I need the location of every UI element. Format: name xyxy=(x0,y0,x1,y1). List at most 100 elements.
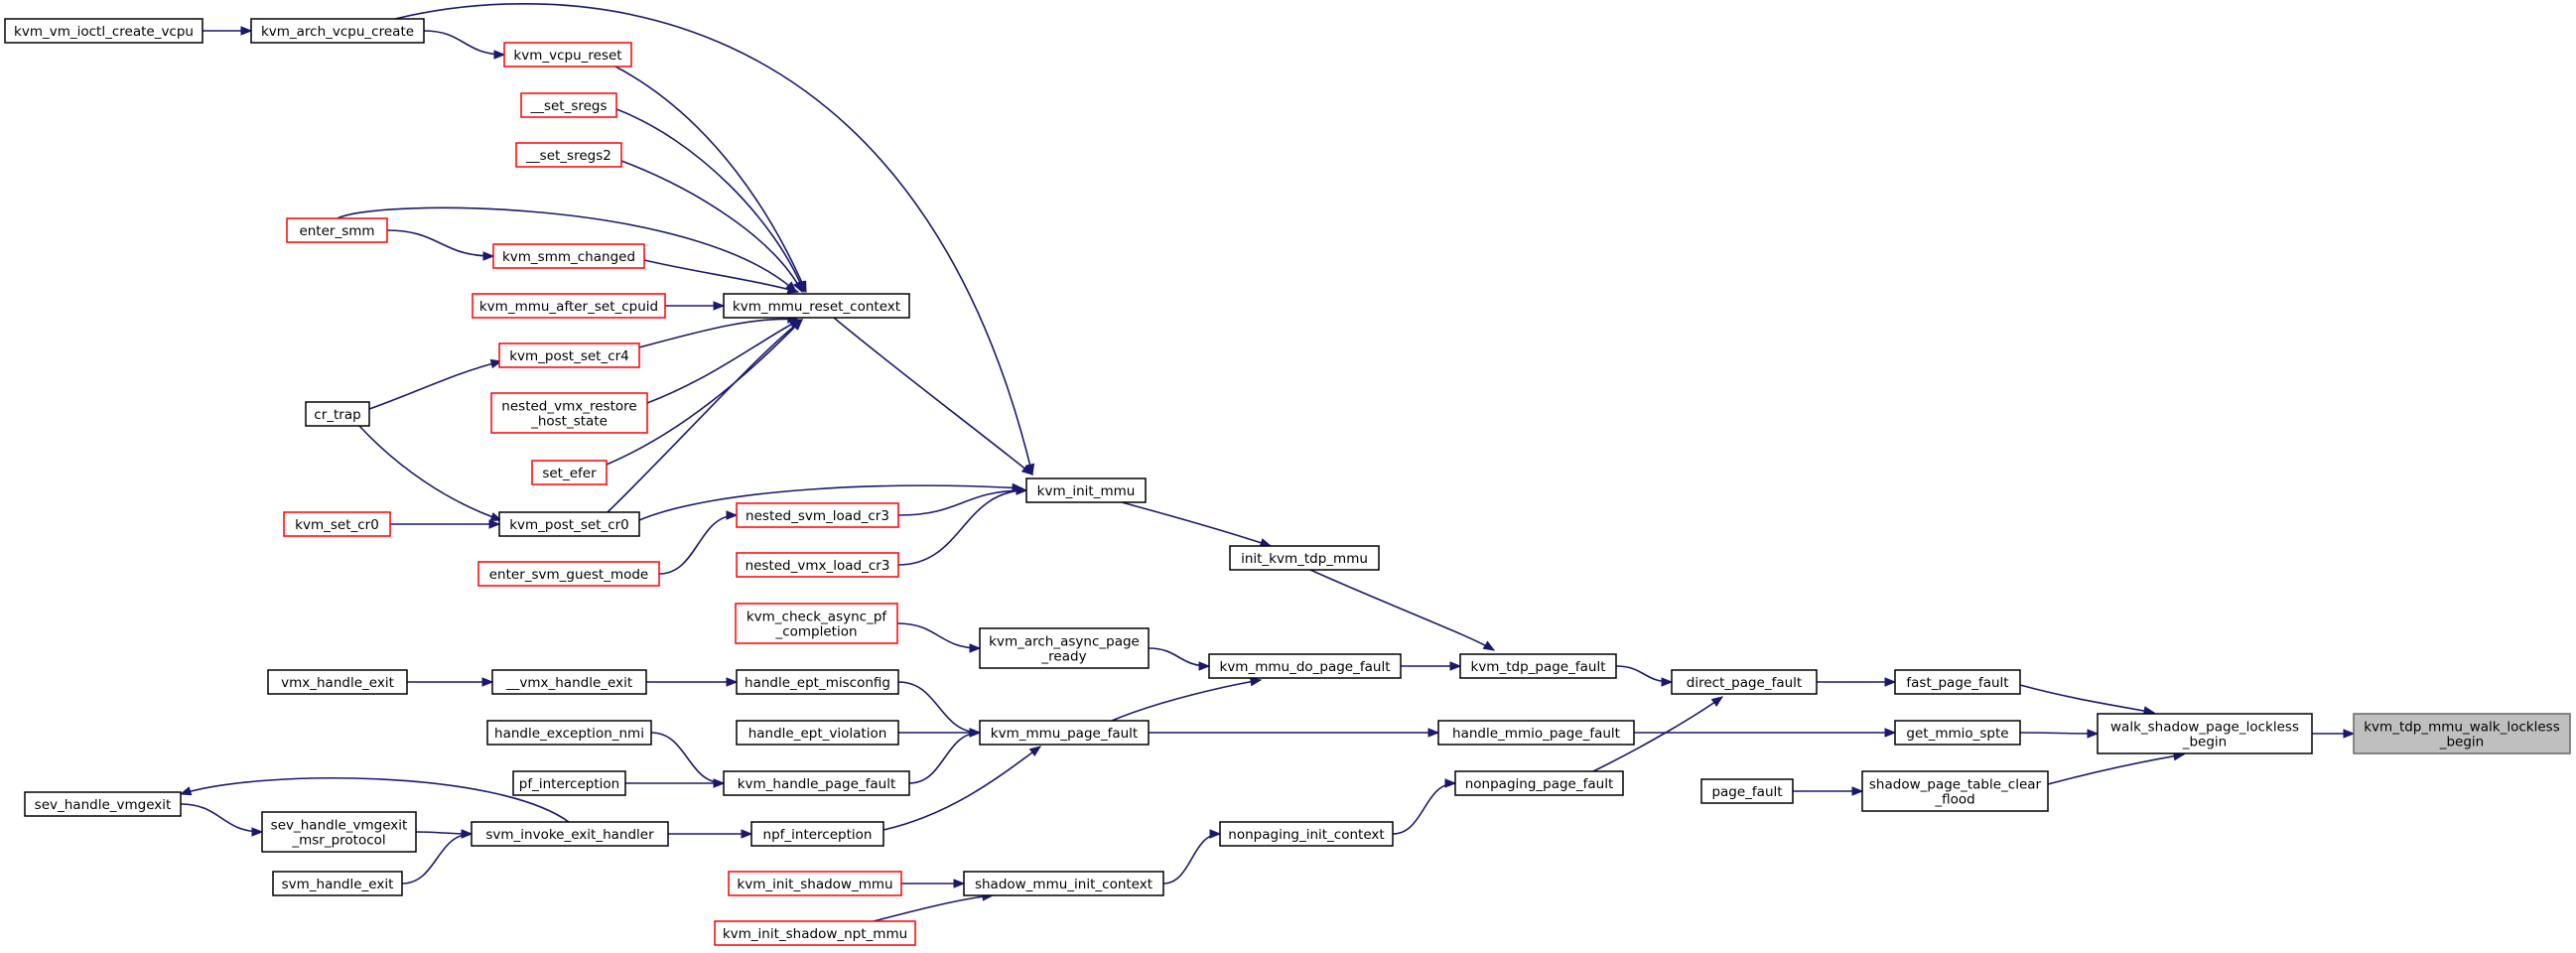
node-direct-page-fault[interactable]: direct_page_fault xyxy=(1671,669,1818,695)
edge-arrowhead xyxy=(1710,696,1724,707)
call-edge xyxy=(624,778,726,788)
node-sev-handle-vmgexit-msr-protocol[interactable]: sev_handle_vmgexit_msr_protocol xyxy=(261,811,417,853)
edge-line xyxy=(1111,679,1262,722)
node-box xyxy=(2353,713,2571,754)
node-kvm-init-mmu[interactable]: kvm_init_mmu xyxy=(1025,477,1147,503)
node-page-fault[interactable]: page_fault xyxy=(1700,778,1794,804)
node-kvm-set-cr0[interactable]: kvm_set_cr0 xyxy=(283,511,391,537)
node-layer: kvm_tdp_mmu_walk_lockless _beginwalk_shad… xyxy=(4,18,2571,946)
edge-arrowhead xyxy=(1449,661,1462,671)
edge-line xyxy=(614,66,807,293)
node-init-kvm-tdp-mmu[interactable]: init_kvm_tdp_mmu xyxy=(1229,545,1380,571)
node-label: kvm_set_cr0 xyxy=(295,517,379,533)
call-edge xyxy=(358,425,503,522)
node-label: kvm_check_async_pf xyxy=(746,610,888,625)
node-nonpaging-page-fault[interactable]: nonpaging_page_fault xyxy=(1454,770,1624,796)
node-enter-svm-guest-mode[interactable]: enter_svm_guest_mode xyxy=(477,561,660,587)
node-box xyxy=(736,502,899,528)
node-walk-shadow[interactable]: walk_shadow_page_lockless_begin xyxy=(2097,713,2313,754)
edge-arrowhead xyxy=(482,251,495,261)
edge-line xyxy=(358,425,502,521)
node-kvm-arch-vcpu-create[interactable]: kvm_arch_vcpu_create xyxy=(250,18,425,44)
call-edge xyxy=(607,319,804,513)
edge-arrowhead xyxy=(713,778,726,788)
node-label: kvm_smm_changed xyxy=(502,249,635,265)
node-pf-interception[interactable]: pf_interception xyxy=(512,770,626,796)
node-enter-smm[interactable]: enter_smm xyxy=(286,217,388,243)
node-handle-ept-misconfig[interactable]: handle_ept_misconfig xyxy=(736,669,899,695)
node-box xyxy=(1671,669,1818,695)
node-set-efer[interactable]: set_efer xyxy=(531,460,608,485)
call-edge xyxy=(833,317,1034,476)
node-nested-vmx-load-cr3[interactable]: nested_vmx_load_cr3 xyxy=(736,552,899,578)
node-handle-mmio-page-fault[interactable]: handle_mmio_page_fault xyxy=(1437,720,1635,746)
node-kvm-post-set-cr0[interactable]: kvm_post_set_cr0 xyxy=(498,511,640,537)
node-kvm-vcpu-reset[interactable]: kvm_vcpu_reset xyxy=(503,42,632,68)
call-edge xyxy=(664,301,726,311)
node-kvm-mmu-reset-context[interactable]: kvm_mmu_reset_context xyxy=(723,293,910,319)
node-label: kvm_vm_ioctl_create_vcpu xyxy=(14,24,194,40)
node-fast-page-fault[interactable]: fast_page_fault xyxy=(1894,669,2021,695)
node-kvm-tdp-page-fault[interactable]: kvm_tdp_page_fault xyxy=(1459,653,1617,679)
node-label: kvm_mmu_reset_context xyxy=(733,299,900,315)
node-get-mmio-spte[interactable]: get_mmio_spte xyxy=(1894,720,2021,746)
node-kvm-vm-ioctl-create-vcpu[interactable]: kvm_vm_ioctl_create_vcpu xyxy=(4,18,203,44)
node-sev-handle-vmgexit[interactable]: sev_handle_vmgexit xyxy=(24,791,182,817)
edge-arrowhead xyxy=(1884,677,1897,687)
node-kvm-handle-page-fault[interactable]: kvm_handle_page_fault xyxy=(723,770,910,796)
edge-layer xyxy=(179,3,2356,922)
node-kvm-init-shadow-npt-mmu[interactable]: kvm_init_shadow_npt_mmu xyxy=(714,920,916,946)
node-label: svm_invoke_exit_handler xyxy=(485,827,654,843)
node-label: nonpaging_init_context xyxy=(1228,827,1384,843)
edge-line xyxy=(606,319,803,466)
node-kvm-smm-changed[interactable]: kvm_smm_changed xyxy=(492,243,645,269)
node-label: _completion xyxy=(774,624,857,640)
node-vmx-handle-exit[interactable]: vmx_handle_exit xyxy=(267,669,408,695)
node-nested-svm-load-cr3[interactable]: nested_svm_load_cr3 xyxy=(736,502,899,528)
node-label: fast_page_fault xyxy=(1906,675,2008,691)
node-handle-exception-nmi[interactable]: handle_exception_nmi xyxy=(486,720,652,746)
node-label: _begin xyxy=(2182,735,2228,750)
node-kvm-mmu-do-page-fault[interactable]: kvm_mmu_do_page_fault xyxy=(1208,653,1402,679)
node-npf-interception[interactable]: npf_interception xyxy=(750,821,884,847)
edge-arrowhead xyxy=(726,510,739,520)
node-shadow-page-table-clear[interactable]: shadow_page_table_clear_flood xyxy=(1861,770,2049,812)
call-edge xyxy=(1817,677,1897,687)
call-edge xyxy=(650,732,726,788)
edge-arrowhead xyxy=(251,827,264,837)
call-edge xyxy=(643,259,800,294)
node-kvm-init-shadow-mmu[interactable]: kvm_init_shadow_mmu xyxy=(728,871,902,896)
node-svm-handle-exit[interactable]: svm_handle_exit xyxy=(272,871,403,896)
edge-line xyxy=(1592,696,1723,772)
edge-line xyxy=(180,777,570,823)
edge-line xyxy=(607,319,803,513)
call-edge xyxy=(1392,778,1457,835)
node-box xyxy=(723,293,910,319)
node-label: kvm_vcpu_reset xyxy=(513,48,621,64)
node-box xyxy=(24,791,182,817)
call-edge xyxy=(407,677,494,687)
node-set-sregs[interactable]: __set_sregs xyxy=(520,92,617,118)
node-nested-vmx-restore-host-state[interactable]: nested_vmx_restore_host_state xyxy=(490,392,648,434)
node-svm-invoke-exit-handler[interactable]: svm_invoke_exit_handler xyxy=(471,821,669,847)
node-nonpaging-init-context[interactable]: nonpaging_init_context xyxy=(1219,821,1394,847)
edge-line xyxy=(337,206,797,293)
edge-line xyxy=(643,259,799,293)
node-set-sregs2[interactable]: __set_sregs2 xyxy=(515,142,622,168)
node-handle-ept-violation[interactable]: handle_ept_violation xyxy=(736,720,899,746)
node-label: kvm_tdp_mmu_walk_lockless xyxy=(2364,720,2560,736)
node-kvm-arch-async-page-ready[interactable]: kvm_arch_async_page_ready xyxy=(979,627,1150,669)
call-edge xyxy=(901,879,966,888)
node-shadow-mmu-init-context[interactable]: shadow_mmu_init_context xyxy=(963,871,1164,896)
edge-line xyxy=(897,681,981,734)
node-box xyxy=(498,511,640,537)
node-label: handle_mmio_page_fault xyxy=(1452,726,1620,742)
edge-arrowhead xyxy=(786,284,800,294)
node-label: enter_smm xyxy=(299,223,374,239)
node-kvm-post-set-cr4[interactable]: kvm_post_set_cr4 xyxy=(498,342,640,368)
node-vmx-handle-exit-inner[interactable]: __vmx_handle_exit xyxy=(491,669,647,695)
node-cr-trap[interactable]: cr_trap xyxy=(305,401,370,427)
node-kvm-mmu-page-fault[interactable]: kvm_mmu_page_fault xyxy=(979,720,1150,746)
node-kvm-mmu-after-set-cpuid[interactable]: kvm_mmu_after_set_cpuid xyxy=(472,293,666,319)
node-kvm-check-async-pf-completion[interactable]: kvm_check_async_pf_completion xyxy=(735,603,898,644)
